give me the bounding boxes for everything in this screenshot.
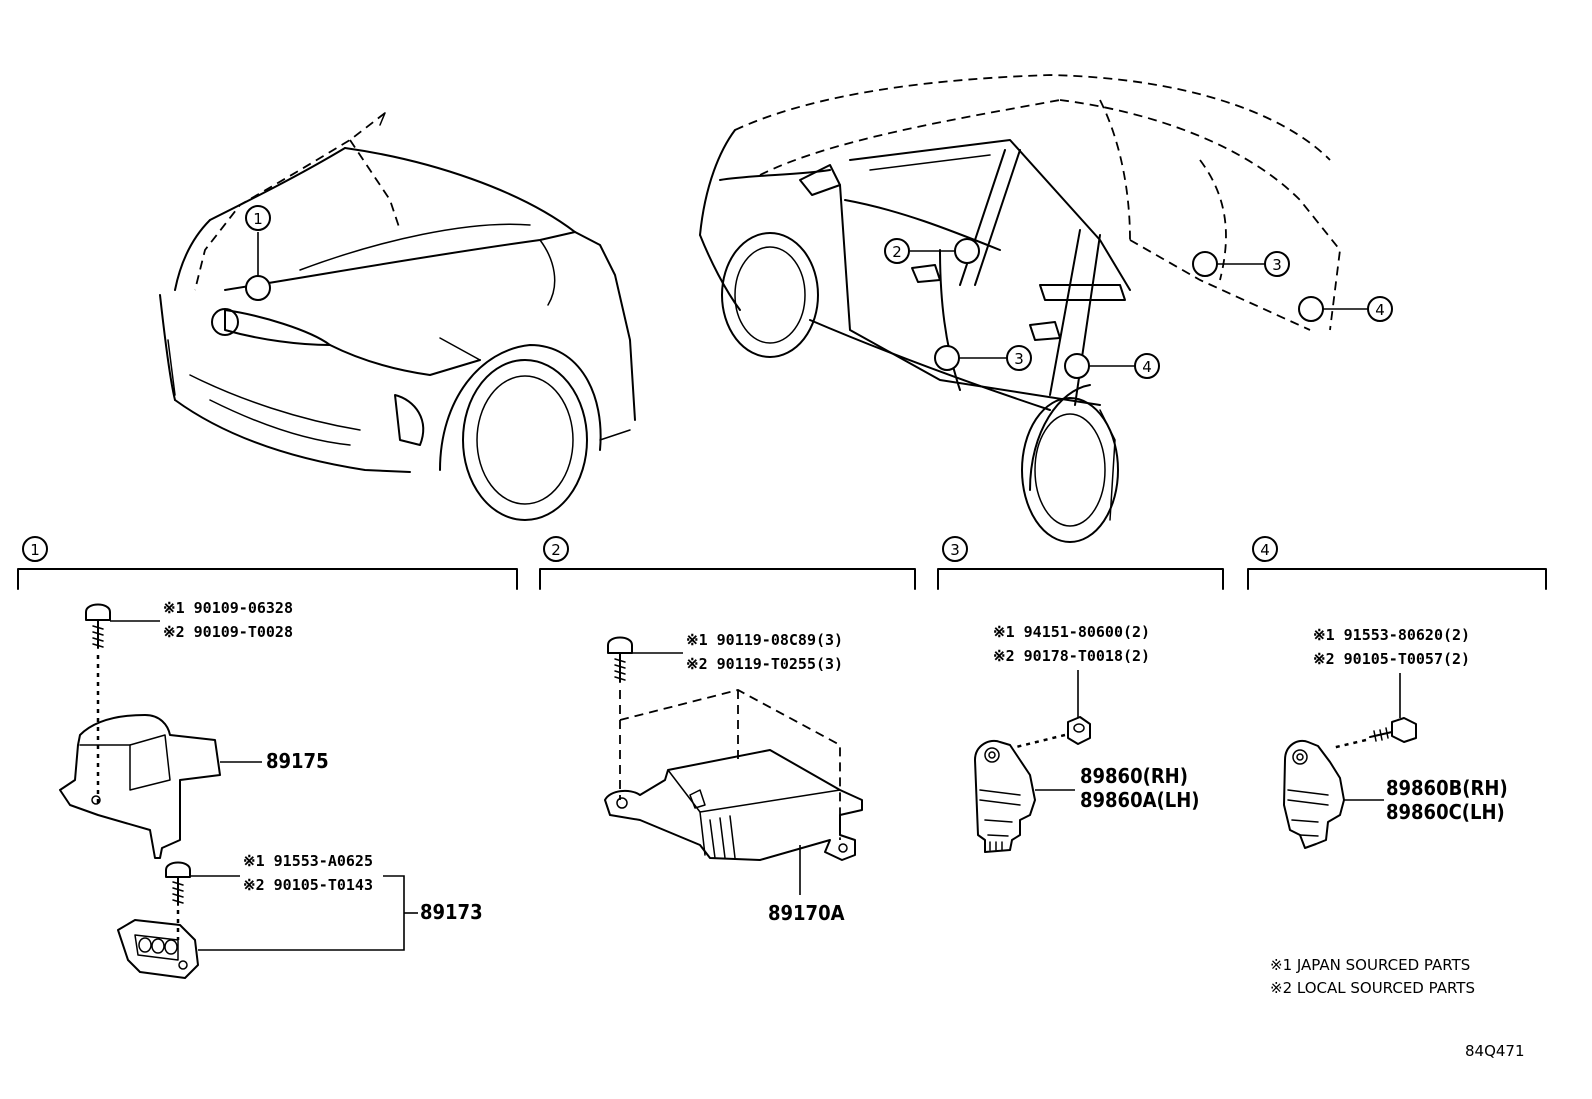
part-number-89860A-LH: 89860A(LH) — [1080, 788, 1200, 812]
part-label-sensor-bolt-local: ※2 90105-T0057(2) — [1313, 650, 1470, 668]
group-2-parts: ※1 90119-08C89(3) ※2 90119-T0255(3) 8917… — [604, 631, 863, 925]
part-number-89860C-LH: 89860C(LH) — [1386, 800, 1505, 824]
callout-label-2-side: 2 — [892, 243, 902, 261]
front-impact-sensor-icon — [117, 919, 199, 979]
part-number-89860B-RH: 89860B(RH) — [1386, 776, 1508, 800]
callout-label-1: 1 — [253, 210, 263, 228]
part-number-89173: 89173 — [420, 900, 483, 924]
section-header-2: 2 — [539, 536, 916, 590]
callout-circle-4-rear-door — [1134, 353, 1160, 379]
bracket-icon — [59, 714, 221, 859]
part-label-screw-local: ※2 90105-T0143 — [243, 876, 373, 894]
part-number-89175: 89175 — [266, 749, 329, 773]
part-label-ecu-bolt-local: ※2 90119-T0255(3) — [686, 655, 843, 673]
note-japan-sourced: ※1 JAPAN SOURCED PARTS — [1270, 956, 1470, 974]
callout-label-4-pillar: 4 — [1375, 301, 1385, 319]
group-4-parts: ※1 91553-80620(2) ※2 90105-T0057(2) 8986… — [1283, 626, 1508, 849]
group-3-parts: ※1 94151-80600(2) ※2 90178-T0018(2) 8986… — [974, 623, 1200, 853]
note-local-sourced: ※2 LOCAL SOURCED PARTS — [1270, 979, 1475, 997]
part-number-89860-RH: 89860(RH) — [1080, 764, 1188, 788]
callout-label-4-rear-door: 4 — [1142, 358, 1152, 376]
part-label-ecu-bolt-jp: ※1 90119-08C89(3) — [686, 631, 843, 649]
section-header-3: 3 — [937, 536, 1224, 590]
group-1-parts: ※1 90109-06328 ※2 90109-T0028 89175 ※1 9… — [59, 599, 483, 979]
front-car-illustration — [159, 112, 636, 521]
bolt-icon — [1369, 717, 1417, 743]
section-header-4: 4 — [1247, 536, 1547, 590]
callout-circle-2-side — [884, 238, 910, 264]
callout-circle-1 — [245, 205, 271, 231]
section-number-2: 2 — [551, 541, 561, 559]
bolt-icon — [607, 636, 633, 683]
section-number-4: 4 — [1260, 541, 1270, 559]
part-label-bolt-local: ※2 90109-T0028 — [163, 623, 293, 641]
part-label-screw-jp: ※1 91553-A0625 — [243, 852, 373, 870]
airbag-ecu-icon — [604, 749, 863, 861]
rear-side-impact-sensor-icon — [1283, 740, 1345, 849]
screw-icon — [165, 861, 191, 906]
callout-circle-4-pillar — [1367, 296, 1393, 322]
side-impact-sensor-icon — [974, 740, 1036, 853]
part-label-nut-jp: ※1 94151-80600(2) — [993, 623, 1150, 641]
section-number-1: 1 — [30, 541, 40, 559]
callout-circle-3-pillar — [1264, 251, 1290, 277]
bolt-icon — [85, 603, 111, 649]
callout-circle-3-front-door — [1006, 345, 1032, 371]
callout-label-3-front-door: 3 — [1014, 350, 1024, 368]
part-label-sensor-bolt-jp: ※1 91553-80620(2) — [1313, 626, 1470, 644]
callout-label-3-pillar: 3 — [1272, 256, 1282, 274]
part-number-89170A: 89170A — [768, 901, 845, 925]
diagram-code: 84Q471 — [1465, 1042, 1525, 1060]
section-number-3: 3 — [950, 541, 960, 559]
part-label-bolt-jp: ※1 90109-06328 — [163, 599, 293, 617]
part-label-nut-local: ※2 90178-T0018(2) — [993, 647, 1150, 665]
section-header-1: 1 — [17, 536, 518, 590]
side-car-illustration — [699, 74, 1341, 543]
nut-icon — [1067, 716, 1091, 745]
